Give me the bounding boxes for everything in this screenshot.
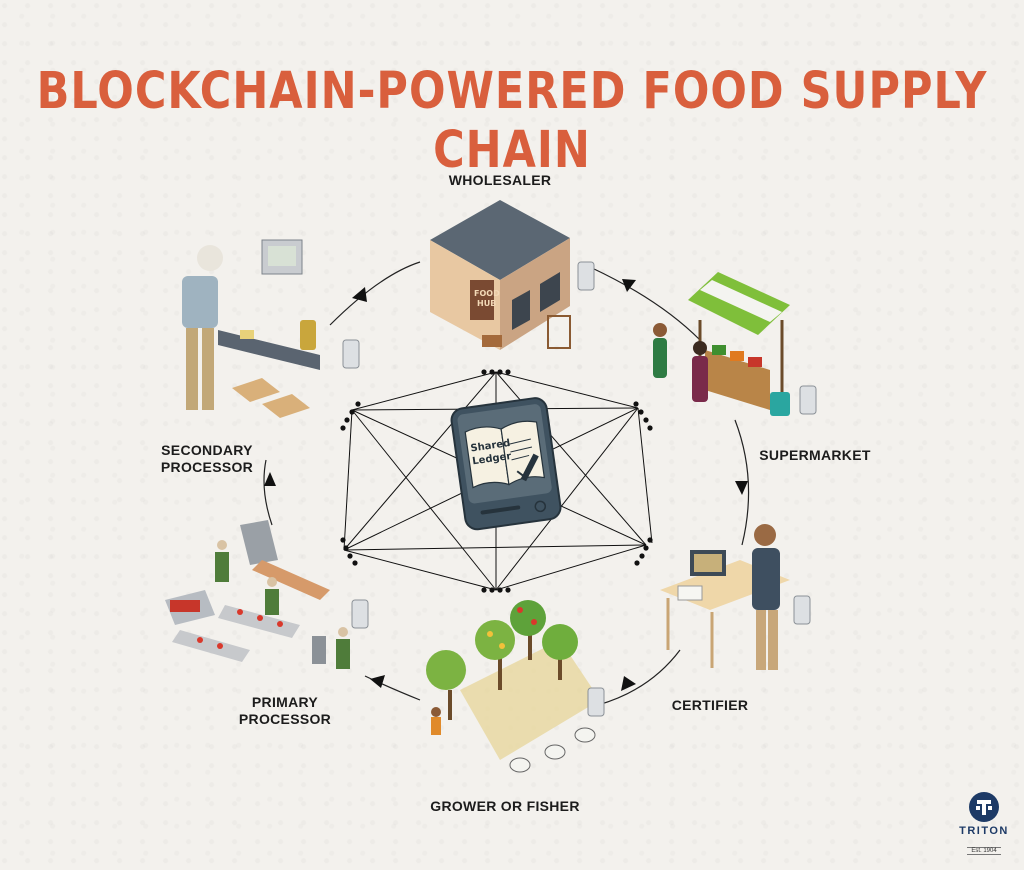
label-grower: GROWER OR FISHER bbox=[430, 798, 580, 814]
arrowhead-6 bbox=[352, 287, 367, 302]
certifier-desk-illustration bbox=[660, 524, 811, 670]
cycle-arrows bbox=[263, 261, 750, 706]
primary-processor-illustration bbox=[165, 520, 369, 669]
label-secondary-processor: SECONDARY PROCESSOR bbox=[160, 442, 254, 475]
food-hub-sign-line2: HUB bbox=[477, 299, 496, 308]
arrowhead-2 bbox=[735, 481, 748, 495]
label-supermarket: SUPERMARKET bbox=[759, 447, 871, 463]
diagram-title: BLOCKCHAIN-POWERED FOOD SUPPLY CHAIN bbox=[36, 62, 988, 180]
triton-logo-est: Est. 1904 bbox=[967, 847, 1001, 855]
arrow-secondary-to-wholesaler bbox=[329, 261, 421, 326]
food-hub-sign-line1: FOOD bbox=[474, 289, 500, 298]
arrowhead-1 bbox=[622, 279, 636, 292]
arrowhead-5 bbox=[264, 472, 276, 486]
wholesaler-warehouse-illustration: FOOD HUB bbox=[430, 200, 595, 350]
network-nodes bbox=[340, 369, 653, 593]
grower-orchard-illustration bbox=[426, 600, 605, 773]
label-primary-processor: PRIMARY PROCESSOR bbox=[238, 694, 332, 727]
ledger-text-line2: Ledger bbox=[472, 451, 512, 467]
arrowhead-4 bbox=[370, 675, 385, 688]
triton-logo-icon bbox=[969, 792, 999, 822]
label-certifier: CERTIFIER bbox=[671, 697, 749, 713]
arrow-primary-to-secondary bbox=[263, 459, 273, 526]
arrow-wholesaler-to-supermarket bbox=[591, 267, 701, 341]
arrow-supermarket-to-certifier bbox=[734, 419, 750, 546]
label-wholesaler: WHOLESALER bbox=[448, 172, 552, 188]
secondary-processor-illustration bbox=[182, 239, 360, 418]
arrow-certifier-to-grower bbox=[597, 649, 681, 706]
triton-logo: TRITON Est. 1904 bbox=[956, 792, 1012, 856]
supermarket-stall-illustration bbox=[653, 272, 817, 416]
arrowhead-3 bbox=[621, 676, 636, 691]
arrow-grower-to-primary bbox=[364, 675, 421, 701]
shared-ledger-tablet: Shared Ledger bbox=[450, 397, 562, 531]
triton-logo-name: TRITON bbox=[959, 825, 1009, 837]
